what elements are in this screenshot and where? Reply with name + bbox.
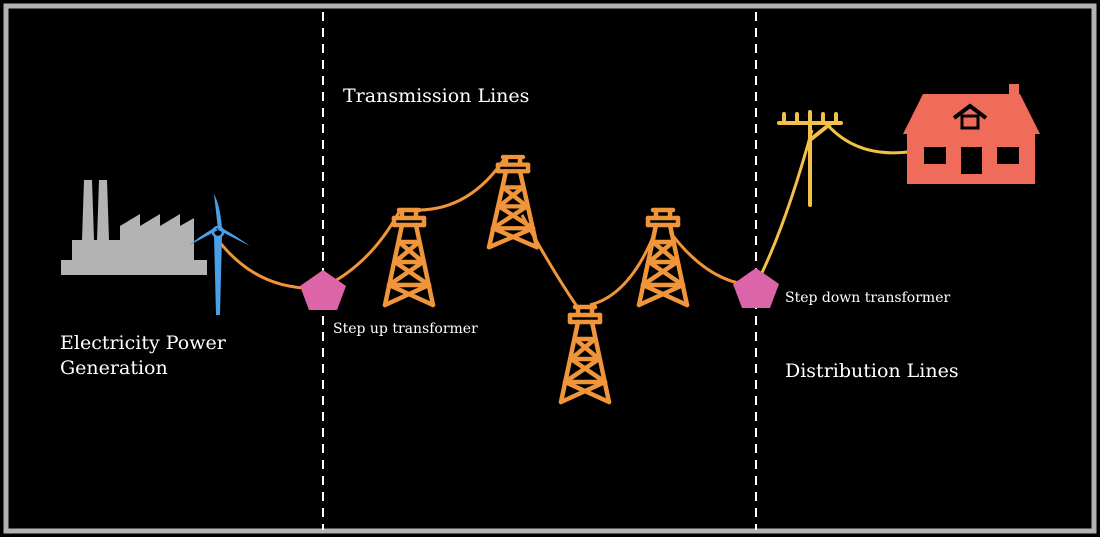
transmission-lines-label: Transmission Lines xyxy=(343,85,529,107)
generation-label-line2: Generation xyxy=(60,357,168,379)
utility-pole-icon xyxy=(777,110,843,207)
step-up-transformer-icon xyxy=(300,270,346,310)
wind-turbine-icon xyxy=(188,194,250,315)
distribution-lines-label: Distribution Lines xyxy=(785,360,959,382)
house-icon xyxy=(903,84,1040,184)
factory-icon xyxy=(61,180,207,275)
distribution-wire xyxy=(754,129,814,286)
step-up-transformer-label: Step up transformer xyxy=(333,321,478,337)
step-down-transformer-label: Step down transformer xyxy=(785,290,950,306)
service-wire xyxy=(823,121,909,155)
step-down-transformer-icon xyxy=(733,268,779,308)
diagram-frame xyxy=(3,3,1097,534)
generation-label-line1: Electricity Power xyxy=(60,332,227,354)
